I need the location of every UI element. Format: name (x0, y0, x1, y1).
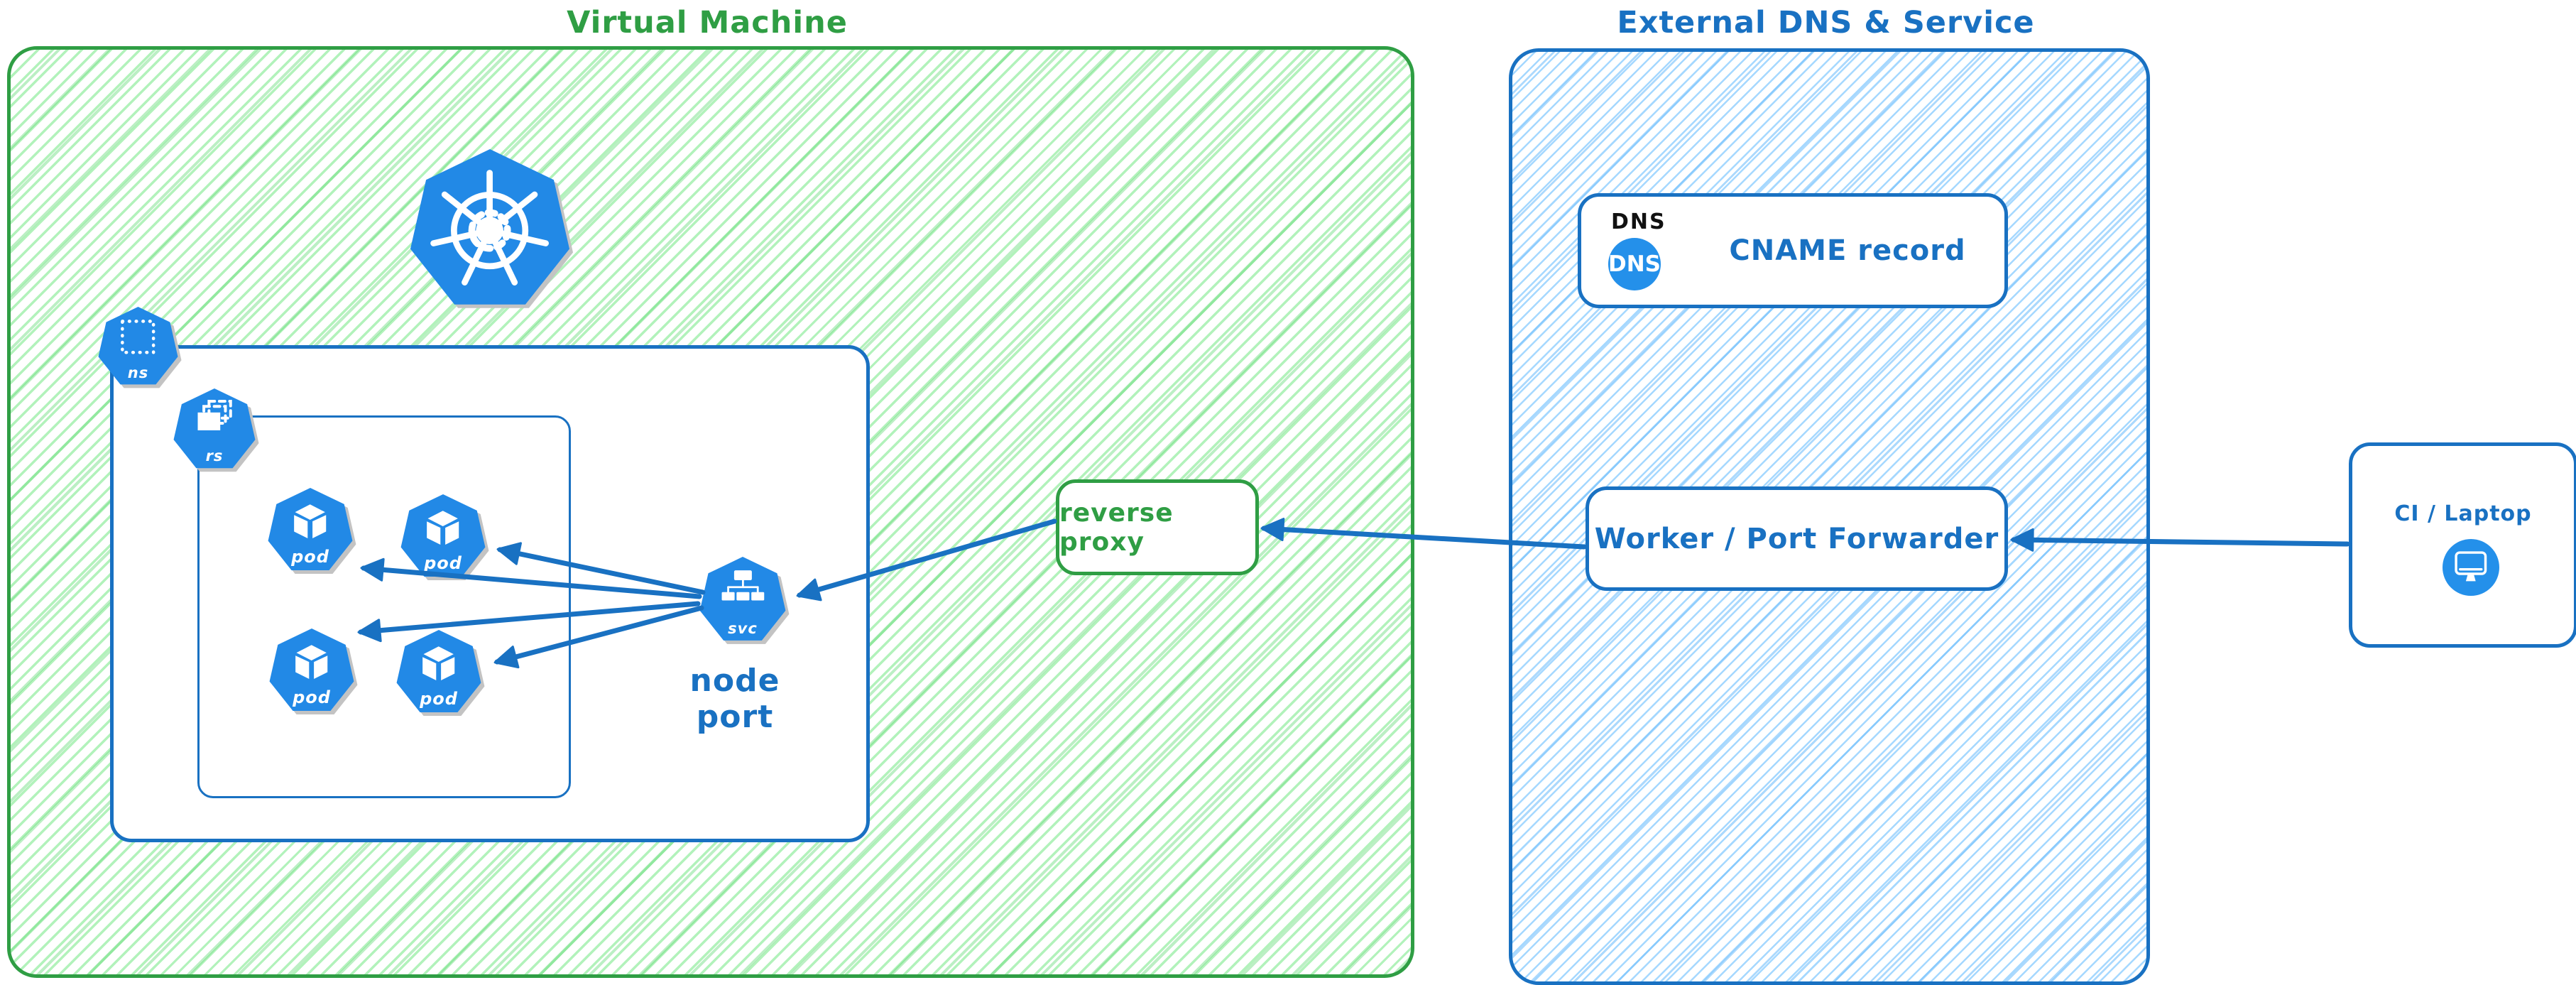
pod-icon-label: pod (424, 553, 462, 574)
kubernetes-logo-icon (408, 149, 572, 312)
ci-laptop-box: CI / Laptop (2349, 442, 2576, 648)
replicaset-icon-label: rs (205, 447, 224, 465)
dns-record-box: DNS DNS CNAME record (1578, 193, 2008, 308)
replicaset-box (197, 415, 571, 798)
dns-badge-label: DNS (1608, 251, 1661, 277)
node-port-label: node port (689, 663, 780, 735)
pod-icon: pod (267, 488, 354, 575)
cname-record-label: CNAME record (1729, 234, 1966, 267)
ci-laptop-label: CI / Laptop (2394, 501, 2532, 526)
service-icon: svc (699, 557, 787, 645)
reverse-proxy-box: reverse proxy (1056, 479, 1259, 575)
pod-icon-label: pod (293, 687, 331, 708)
external-group-title: External DNS & Service (1617, 5, 2035, 40)
monitor-icon (2443, 539, 2499, 596)
reverse-proxy-label: reverse proxy (1059, 498, 1174, 557)
namespace-icon: ns (97, 307, 179, 388)
replicaset-icon: rs (173, 388, 256, 472)
pod-icon: pod (268, 628, 355, 715)
pod-icon: pod (400, 494, 486, 581)
worker-box: Worker / Port Forwarder (1586, 486, 2008, 591)
service-icon-label: svc (728, 619, 758, 637)
worker-label: Worker / Port Forwarder (1594, 522, 1999, 555)
namespace-icon-label: ns (127, 364, 149, 381)
pod-icon-label: pod (291, 547, 329, 567)
dns-badge-icon: DNS (1608, 238, 1661, 290)
pod-icon-label: pod (420, 689, 458, 709)
pod-icon: pod (395, 630, 482, 717)
dns-header-label: DNS (1611, 209, 1666, 234)
vm-group-title: Virtual Machine (567, 5, 848, 40)
